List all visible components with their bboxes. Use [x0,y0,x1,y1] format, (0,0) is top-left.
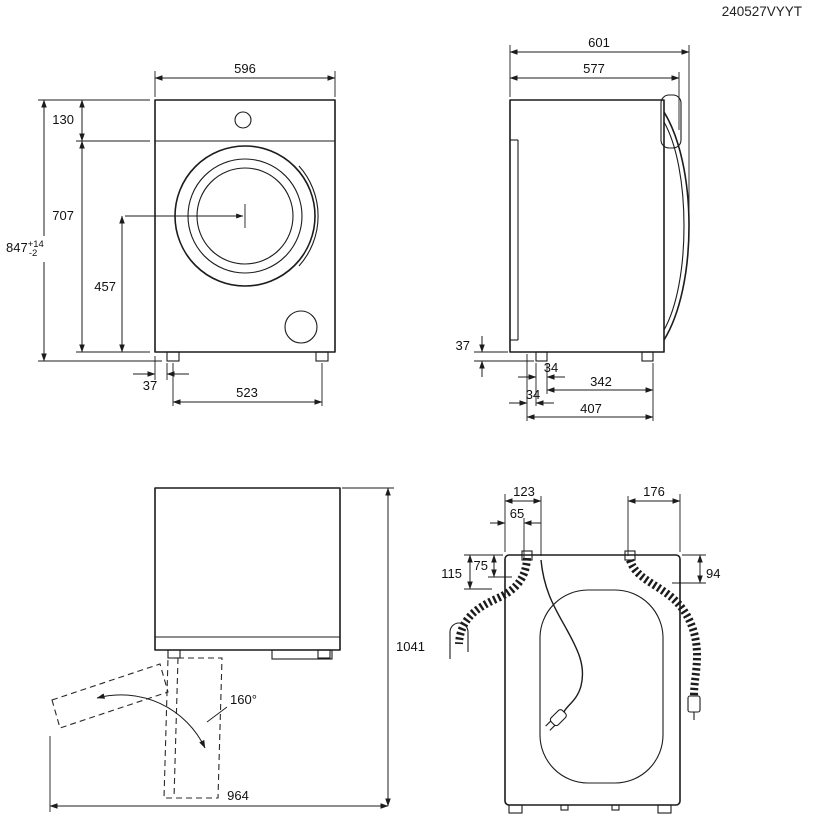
dim-side-feet-distance-label: 342 [590,374,612,389]
door-bulge-outer-arc [663,111,690,341]
drain-hose-hook-icon [449,622,469,659]
door-open-vertical-dashed [163,657,223,799]
dim-rear-cord-drop: 75 [474,554,512,578]
rear-bolt-mark-left [560,804,569,811]
dim-side-foot-height: 37 [456,336,534,377]
dim-rear-cord-offset: 65 [490,506,541,558]
rear-view: 123 65 176 115 75 [441,484,720,814]
dim-rear-inlet-offset: 176 [627,484,681,556]
dim-front-total-height-label: 847+14-2 [6,239,44,259]
open-foot-right [317,649,331,659]
dim-front-panel-height: 130 [52,99,150,142]
dim-front-width: 596 [154,61,336,97]
dim-side-foot-height-label: 37 [456,338,470,353]
dim-front-feet-distance: 523 [172,363,323,406]
dim-rear-drain-drop-label: 115 [441,566,462,581]
front-view: 596 130 707 847+14-2 457 [6,61,336,406]
plinth-detail [271,649,333,660]
dim-side-body-depth: 577 [509,61,680,130]
door-angle-leader [206,706,228,723]
dim-front-foot-offset-label: 37 [143,378,157,393]
dim-rear-drain-drop: 115 [441,554,503,590]
open-foot-left [167,649,181,659]
door-swing-arc [96,693,206,749]
inlet-hose [626,558,702,697]
dim-side-rear-foot-inset: 34 [509,354,554,421]
rear-body-outline [504,554,681,806]
front-body-outline [154,99,336,353]
front-foot-left [166,351,180,362]
dim-front-width-label: 596 [234,61,256,76]
dim-side-front-foot-inset-label: 34 [544,360,558,375]
side-foot-front [535,351,548,362]
dim-side-total-depth: 601 [509,35,690,210]
door-bulge-inner-arc [663,121,685,331]
rear-bolt-mark-right [611,804,620,811]
inlet-hose-fitting-icon [687,695,701,720]
open-body-outline [154,487,341,651]
dim-front-panel-height-label: 130 [52,112,74,127]
dim-side-rear-foot-inset-label: 34 [526,387,540,402]
dim-side-feet-distance: 342 [546,363,654,421]
open-door-view: 160° 1041 964 [49,487,425,812]
dim-rear-inlet-drop: 94 [672,554,720,584]
dim-rear-inlet-drop-label: 94 [706,566,720,581]
rear-foot-right [657,804,672,814]
door-open-tilted-dashed [51,663,169,729]
door-angle-label: 160° [230,692,257,707]
door-open-vertical-inner-dashed [173,657,179,799]
document-code-label: 240527VYYT [722,4,802,19]
dim-rear-inlet-offset-label: 176 [643,484,665,499]
side-body-outline [509,99,665,353]
dim-front-base-to-panel: 707 [52,140,150,353]
side-view: 601 577 37 34 342 [456,35,690,421]
drain-hose [455,557,531,645]
dim-side-body-depth-label: 577 [583,61,605,76]
front-foot-right [315,351,329,362]
rear-foot-left [508,804,523,814]
dim-front-door-center-height-label: 457 [94,279,116,294]
dim-front-door-center-height: 457 [94,215,125,353]
dim-open-depth-label: 964 [227,788,249,803]
door-handle-arc [298,165,319,267]
dim-rear-drain-offset-label: 123 [513,484,535,499]
power-plug-icon [545,709,567,731]
rear-tub-panel [539,589,664,784]
dim-rear-cord-drop-label: 75 [474,558,488,573]
side-foot-rear [641,351,654,362]
dim-side-total-depth-label: 601 [588,35,610,50]
dim-rear-cord-offset-label: 65 [510,506,524,521]
dim-front-feet-distance-label: 523 [236,385,258,400]
front-knob-circle [234,111,252,129]
dim-open-height-label: 1041 [396,639,425,654]
filter-cap-circle [284,310,318,344]
dim-open-height: 1041 [342,487,425,807]
dim-front-base-to-panel-label: 707 [52,208,74,223]
dim-front-foot-offset: 37 [133,356,189,393]
power-cord [540,559,584,713]
dim-side-base-depth: 407 [526,401,654,420]
dim-front-total-height: 847+14-2 [6,99,162,362]
door-cap-outline [660,94,682,149]
dim-open-depth: 964 [49,736,389,812]
dim-side-base-depth-label: 407 [580,401,602,416]
